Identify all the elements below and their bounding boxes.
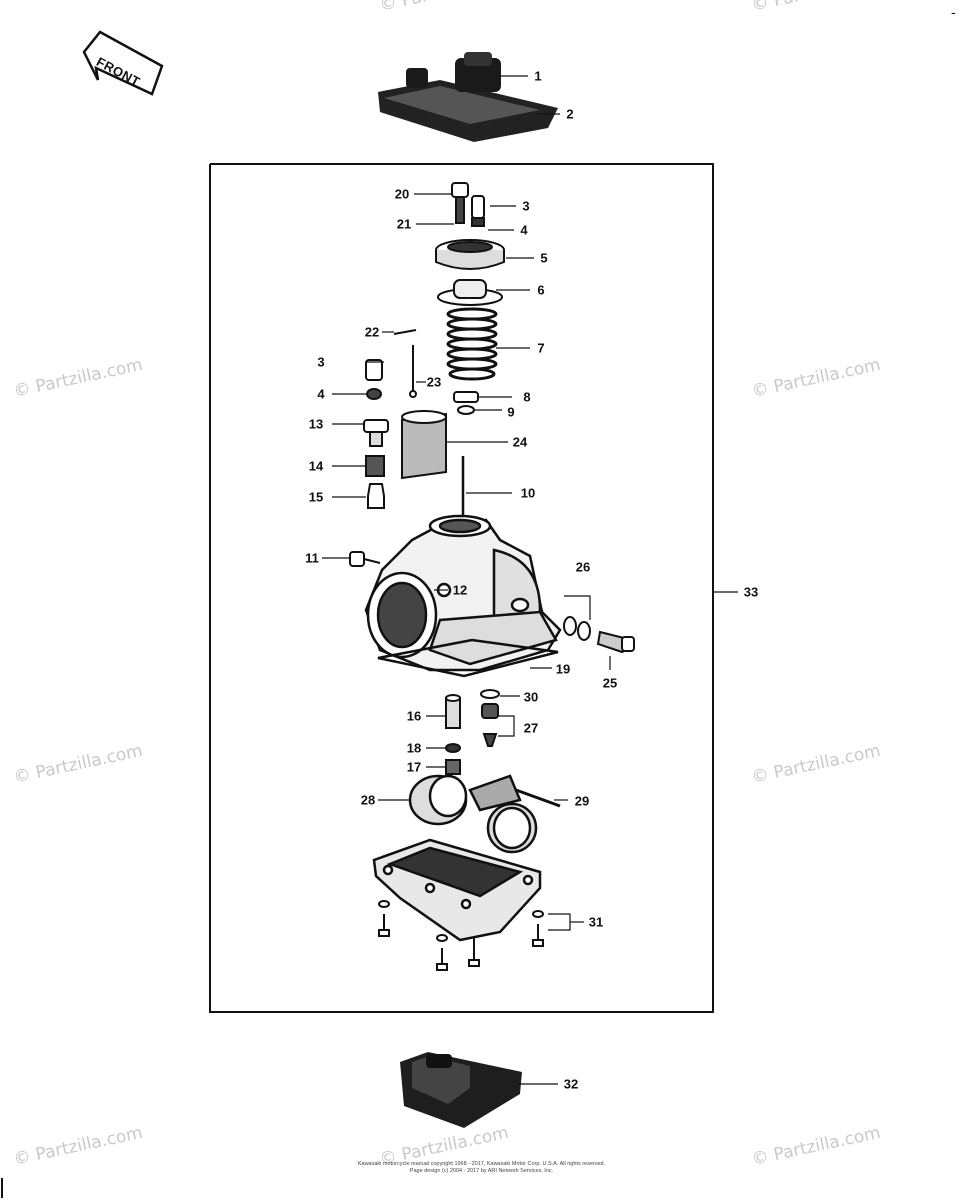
callout-4b: 4 [317,386,325,402]
callout-2: 2 [566,106,574,122]
bowl-screw-parts [378,900,544,971]
needle-clip-part [393,329,417,398]
callout-21: 21 [396,216,412,232]
callout-23: 23 [426,374,442,390]
callout-6: 6 [537,282,545,298]
callout-28: 28 [360,792,376,808]
float-part [408,774,561,854]
callout-9: 9 [507,404,515,420]
callout-26: 26 [575,559,591,575]
throttle-valve-part [401,410,447,480]
callout-8: 8 [523,389,531,405]
throttle-stop-screw-part [349,551,381,567]
callout-13: 13 [308,416,324,432]
callout-19: 19 [555,661,571,677]
callout-1: 1 [534,68,542,84]
callout-3b: 3 [317,354,325,370]
callout-22: 22 [364,324,380,340]
front-arrow-icon [82,30,164,96]
callout-33: 33 [743,584,759,600]
callout-3: 3 [522,198,530,214]
carburetor-body-part [364,514,562,672]
assembly-frame [209,163,714,1013]
callout-18: 18 [406,740,422,756]
needle-retainer-part [453,391,479,415]
bottom-cover-part [400,1052,522,1128]
throttle-spring-part [446,307,498,381]
callout-32: 32 [563,1076,579,1092]
callout-15: 15 [308,489,324,505]
callout-14: 14 [308,458,324,474]
callout-24: 24 [512,434,528,450]
main-jet-parts [445,689,500,775]
callout-12: 12 [452,582,468,598]
pilot-screw-parts [363,359,389,509]
callout-11: 11 [305,550,319,566]
callout-29: 29 [574,793,590,809]
callout-16: 16 [406,708,422,724]
copyright-line: Kawasaki motorcycle manual copyright 196… [357,1161,606,1167]
callout-7: 7 [537,340,545,356]
callout-10: 10 [520,485,536,501]
throttle-cap-part [437,279,503,306]
float-gasket-part [377,638,559,678]
callout-31: 31 [588,914,604,930]
leader-lines [322,75,738,1085]
callout-17: 17 [406,759,422,775]
top-cover-part [378,52,558,142]
copyright-line-2: Page design (c) 2004 - 2017 by ARI Netwo… [409,1168,554,1174]
callout-4: 4 [520,222,528,238]
washer-and-bolt-parts [563,616,635,654]
callout-30: 30 [523,689,539,705]
mixing-chamber-cap-part [435,239,505,270]
callout-27: 27 [523,720,539,736]
callout-5: 5 [540,250,548,266]
float-bowl-part [372,838,542,942]
callout-20: 20 [394,186,410,202]
top-screw-part [451,182,485,227]
corner-mark: - [951,4,956,20]
callout-25: 25 [602,675,618,691]
edge-mark [1,1178,3,1198]
